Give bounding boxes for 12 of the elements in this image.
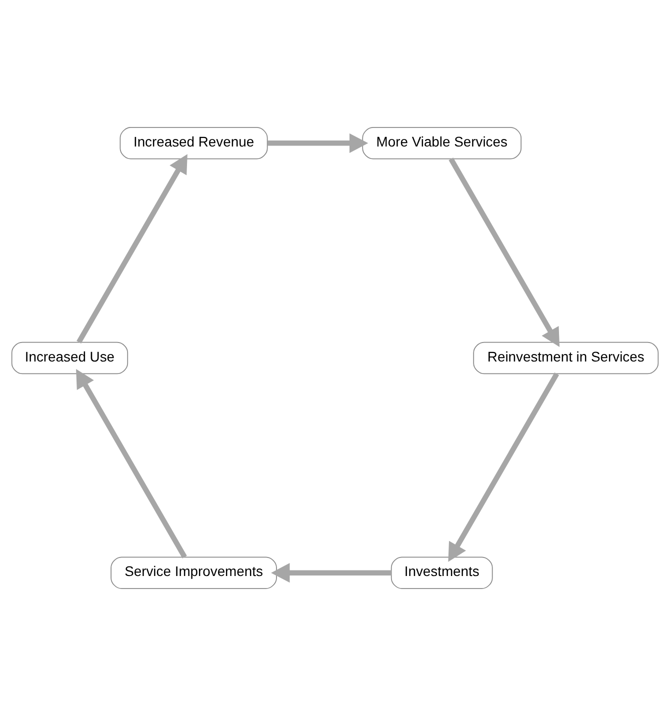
arrow xyxy=(448,157,560,347)
node-box: Increased Revenue xyxy=(120,126,268,159)
arrow xyxy=(268,132,368,152)
arrow xyxy=(448,372,560,562)
arrow xyxy=(76,154,188,344)
node-box: Increased Use xyxy=(11,341,128,374)
node-box: Investments xyxy=(390,556,493,588)
node-box: Service Improvements xyxy=(110,556,277,588)
node-box: Reinvestment in Services xyxy=(473,341,659,374)
arrow xyxy=(271,562,392,582)
arrow xyxy=(76,368,187,558)
node-box: More Viable Services xyxy=(362,126,522,159)
